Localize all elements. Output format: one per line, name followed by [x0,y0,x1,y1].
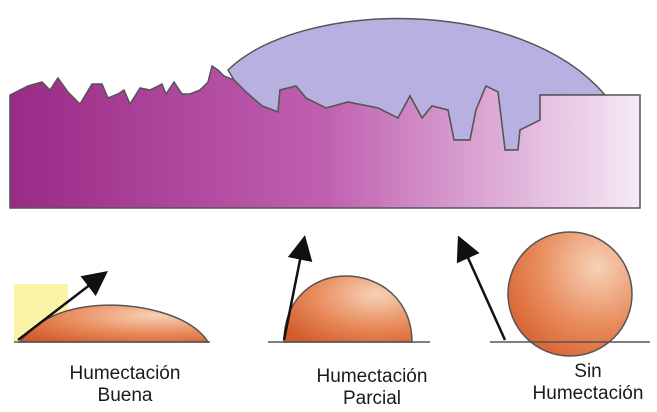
caption-partial-wetting: Humectación Parcial [292,366,452,410]
caption-good-line1: Humectación [45,363,205,385]
caption-none-line1: Sin [508,361,657,383]
round-droplet [508,232,632,356]
half-droplet [284,276,412,342]
caption-none-line2: Humectación [508,383,657,405]
contact-angle-arrow-none [460,240,505,340]
panel-partial-wetting [268,240,430,342]
caption-partial-line1: Humectación [292,366,452,388]
caption-partial-line2: Parcial [292,388,452,410]
caption-good-line2: Buena [45,385,205,407]
caption-good-wetting: Humectación Buena [45,363,205,407]
panel-good-wetting [14,274,210,342]
panel-no-wetting [460,232,650,356]
caption-no-wetting: Sin Humectación [508,361,657,405]
